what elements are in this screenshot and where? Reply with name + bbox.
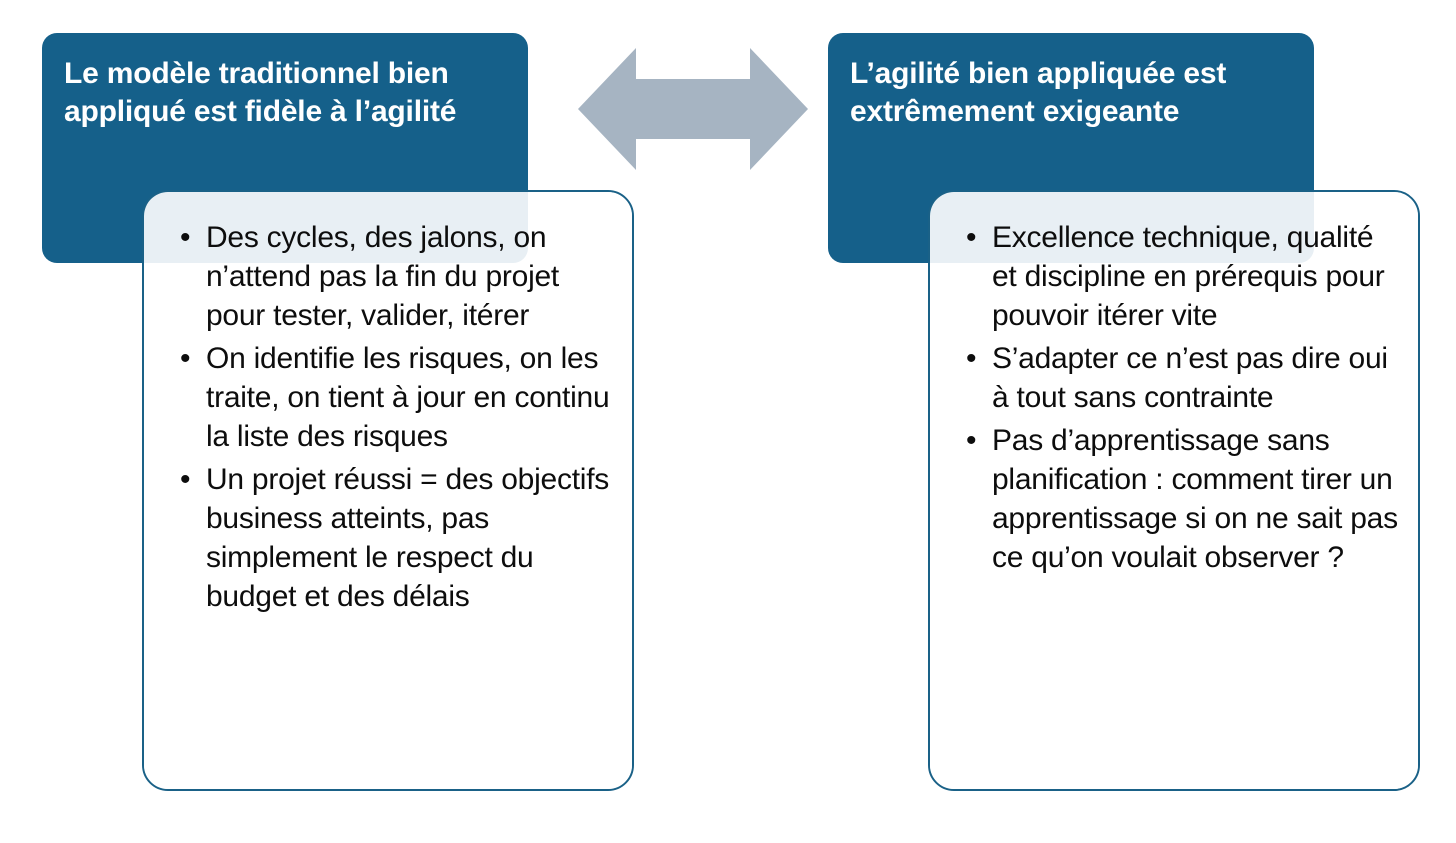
right-card-fill — [930, 192, 1418, 789]
right-header-title: L’agilité bien appliquée est extrêmement… — [850, 57, 1227, 129]
bullet-marker-icon: • — [966, 221, 977, 254]
right-bullet-card: • Excellence technique, qualité et disci… — [928, 190, 1420, 791]
list-item: • Pas d’apprentissage sans planification… — [966, 421, 1402, 577]
left-bullet-card: • Des cycles, des jalons, on n’attend pa… — [142, 190, 634, 791]
list-item: • Excellence technique, qualité et disci… — [966, 218, 1402, 335]
list-item: • Un projet réussi = des objectifs busin… — [180, 460, 616, 616]
left-header-title: Le modèle traditionnel bien appliqué est… — [64, 57, 457, 129]
bullet-marker-icon: • — [966, 424, 977, 457]
list-item: • Des cycles, des jalons, on n’attend pa… — [180, 218, 616, 335]
list-item-text: S’adapter ce n’est pas dire oui à tout s… — [992, 342, 1388, 414]
list-item-text: Des cycles, des jalons, on n’attend pas … — [206, 221, 559, 332]
left-bullet-list: • Des cycles, des jalons, on n’attend pa… — [144, 192, 632, 616]
list-item-text: Excellence technique, qualité et discipl… — [992, 221, 1385, 332]
left-card-fill — [144, 192, 632, 789]
list-item-text: Un projet réussi = des objectifs busines… — [206, 463, 610, 613]
bullet-marker-icon: • — [180, 221, 191, 254]
bullet-marker-icon: • — [966, 342, 977, 375]
bullet-marker-icon: • — [180, 463, 191, 496]
right-bullet-list: • Excellence technique, qualité et disci… — [930, 192, 1418, 577]
bullet-marker-icon: • — [180, 342, 191, 375]
list-item: • S’adapter ce n’est pas dire oui à tout… — [966, 339, 1402, 417]
list-item-text: On identifie les risques, on les traite,… — [206, 342, 610, 453]
list-item-text: Pas d’apprentissage sans planification :… — [992, 424, 1398, 574]
double-arrow-horizontal-icon — [578, 48, 808, 170]
list-item: • On identifie les risques, on les trait… — [180, 339, 616, 456]
